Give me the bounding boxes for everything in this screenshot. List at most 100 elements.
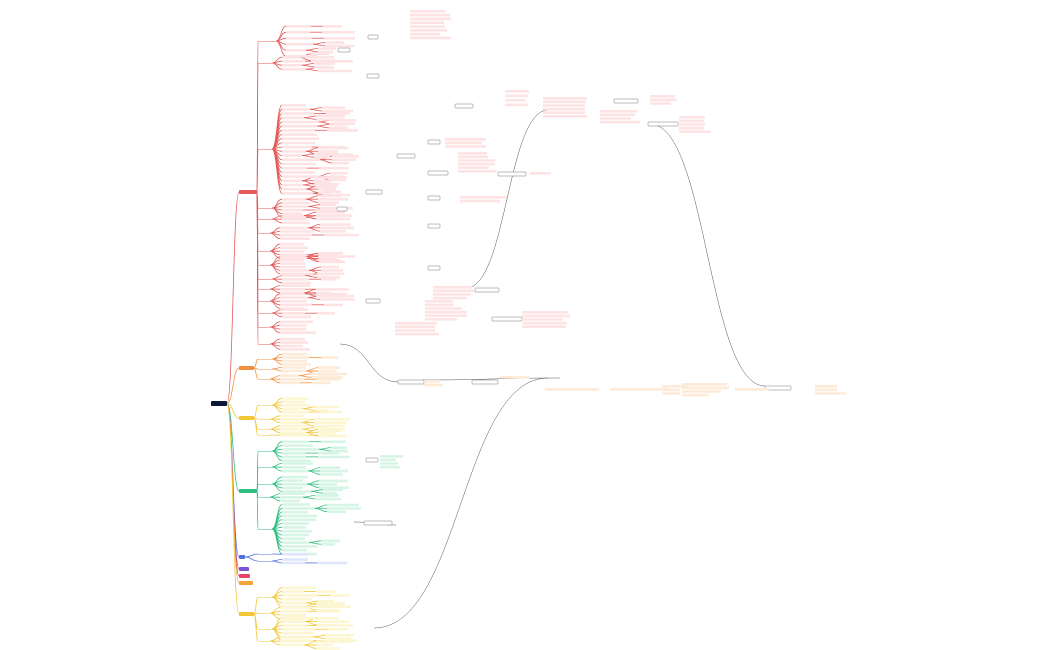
topic-node[interactable] <box>282 56 299 59</box>
topic-node[interactable] <box>679 123 705 126</box>
topic-node[interactable] <box>286 31 310 34</box>
topic-node[interactable] <box>280 496 303 499</box>
topic-node[interactable] <box>815 385 837 388</box>
topic-node[interactable] <box>282 594 318 597</box>
outlined-topic-node[interactable] <box>427 223 441 229</box>
topic-node[interactable] <box>410 32 440 36</box>
topic-node[interactable] <box>280 610 308 613</box>
topic-node[interactable] <box>282 537 305 541</box>
topic-node[interactable] <box>425 303 454 307</box>
topic-node[interactable] <box>330 594 349 597</box>
topic-node[interactable] <box>320 203 336 207</box>
topic-node[interactable] <box>321 265 339 269</box>
topic-node[interactable] <box>410 10 446 13</box>
topic-node[interactable] <box>318 146 348 150</box>
topic-node[interactable] <box>282 198 306 201</box>
topic-node[interactable] <box>570 388 599 391</box>
topic-node[interactable] <box>280 348 310 351</box>
root-node[interactable] <box>211 401 227 406</box>
topic-node[interactable] <box>282 363 311 366</box>
topic-node[interactable] <box>522 321 567 325</box>
topic-node[interactable] <box>332 155 359 158</box>
topic-node[interactable] <box>282 510 308 514</box>
topic-node[interactable] <box>282 108 310 111</box>
topic-node[interactable] <box>282 558 308 561</box>
topic-node[interactable] <box>282 616 316 620</box>
topic-node[interactable] <box>282 444 313 447</box>
topic-node[interactable] <box>679 116 705 119</box>
topic-node[interactable] <box>316 211 345 214</box>
topic-node[interactable] <box>280 381 300 385</box>
topic-node[interactable] <box>410 36 451 40</box>
topic-node[interactable] <box>433 286 472 289</box>
topic-node[interactable] <box>321 410 342 414</box>
topic-node[interactable] <box>282 133 317 136</box>
topic-node[interactable] <box>282 312 305 315</box>
topic-node[interactable] <box>425 307 462 310</box>
outlined-topic-node[interactable] <box>427 265 441 271</box>
topic-node[interactable] <box>280 320 313 324</box>
topic-node[interactable] <box>317 312 335 315</box>
topic-node[interactable] <box>458 166 489 169</box>
topic-node[interactable] <box>323 25 342 28</box>
topic-node[interactable] <box>282 308 308 311</box>
topic-node[interactable] <box>424 383 443 387</box>
topic-node[interactable] <box>282 205 308 208</box>
topic-node[interactable] <box>543 111 585 114</box>
topic-node[interactable] <box>286 37 312 40</box>
topic-node[interactable] <box>682 390 713 393</box>
topic-node[interactable] <box>282 466 306 469</box>
outlined-topic-node[interactable] <box>366 73 380 79</box>
topic-node[interactable] <box>280 643 304 647</box>
topic-node[interactable] <box>314 418 350 421</box>
topic-node[interactable] <box>280 324 307 327</box>
topic-node[interactable] <box>280 296 308 299</box>
topic-node[interactable] <box>330 171 348 175</box>
topic-node[interactable] <box>280 269 309 272</box>
topic-node[interactable] <box>410 21 444 24</box>
topic-node[interactable] <box>458 159 495 162</box>
topic-node[interactable] <box>282 187 306 191</box>
topic-node[interactable] <box>280 255 306 259</box>
topic-node[interactable] <box>282 518 316 522</box>
topic-node[interactable] <box>282 597 312 601</box>
topic-node[interactable] <box>318 366 340 369</box>
topic-node[interactable] <box>282 529 312 533</box>
topic-node[interactable] <box>320 230 346 233</box>
topic-node[interactable] <box>325 633 354 637</box>
topic-node[interactable] <box>314 179 331 183</box>
topic-node[interactable] <box>280 288 305 291</box>
topic-node[interactable] <box>282 154 302 157</box>
topic-node[interactable] <box>282 68 306 71</box>
topic-node[interactable] <box>280 265 306 269</box>
topic-node[interactable] <box>331 449 348 453</box>
topic-node[interactable] <box>282 366 306 369</box>
topic-node[interactable] <box>316 214 341 217</box>
topic-node[interactable] <box>280 341 308 344</box>
topic-node[interactable] <box>321 440 346 444</box>
topic-node[interactable] <box>318 69 352 73</box>
topic-node[interactable] <box>316 590 336 593</box>
topic-node[interactable] <box>311 372 347 376</box>
topic-node[interactable] <box>282 183 303 187</box>
topic-node[interactable] <box>282 628 315 631</box>
branch-node-b5[interactable] <box>239 555 245 559</box>
topic-node[interactable] <box>662 388 680 392</box>
topic-node[interactable] <box>282 281 311 285</box>
topic-node[interactable] <box>286 49 306 52</box>
topic-node[interactable] <box>282 112 314 115</box>
topic-node[interactable] <box>330 178 346 182</box>
topic-node[interactable] <box>282 548 307 552</box>
topic-node[interactable] <box>332 161 349 165</box>
topic-node[interactable] <box>650 102 671 105</box>
topic-node[interactable] <box>650 95 675 98</box>
topic-node[interactable] <box>318 150 338 153</box>
topic-node[interactable] <box>424 380 440 383</box>
topic-node[interactable] <box>600 117 631 120</box>
outlined-topic-node[interactable] <box>337 47 351 53</box>
topic-node[interactable] <box>318 428 345 431</box>
topic-node[interactable] <box>706 390 721 393</box>
topic-node[interactable] <box>316 288 349 291</box>
topic-node[interactable] <box>282 590 304 593</box>
topic-node[interactable] <box>319 166 349 170</box>
